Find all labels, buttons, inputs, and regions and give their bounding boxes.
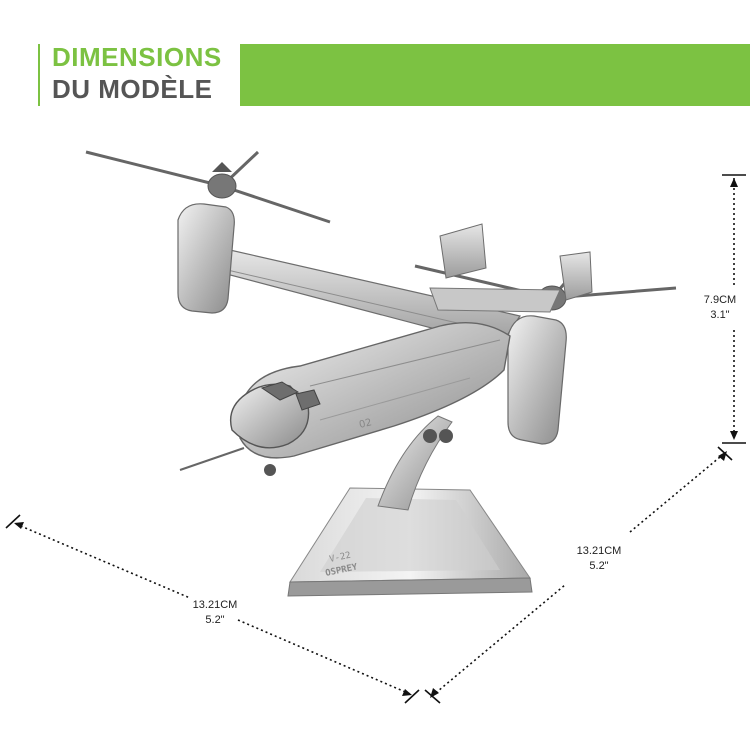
fuselage-number: 02: [358, 417, 373, 431]
stand-text-model: V-22: [329, 551, 352, 565]
height-metric: 7.9CM: [703, 294, 737, 306]
width-dimension-line: [424, 446, 733, 704]
height-imperial: 3.1": [710, 309, 730, 321]
depth-metric: 13.21CM: [192, 599, 238, 611]
header-title-box: DIMENSIONS DU MODÈLE: [40, 42, 240, 106]
depth-dimension-label: 13.21CM 5.2": [180, 598, 250, 628]
width-metric: 13.21CM: [576, 545, 622, 557]
display-stand: V-22 OSPREY: [287, 415, 533, 597]
width-imperial: 5.2": [589, 560, 609, 572]
depth-dimension-line: [5, 514, 420, 704]
height-dimension-label: 7.9CM 3.1": [692, 293, 748, 323]
title-line-1: DIMENSIONS: [52, 42, 222, 72]
osprey-model: 02: [85, 150, 677, 476]
depth-imperial: 5.2": [205, 614, 225, 626]
width-dimension-label: 13.21CM 5.2": [564, 544, 634, 574]
title-line-2: DU MODÈLE: [52, 74, 213, 104]
height-dimension-line: [722, 174, 746, 444]
